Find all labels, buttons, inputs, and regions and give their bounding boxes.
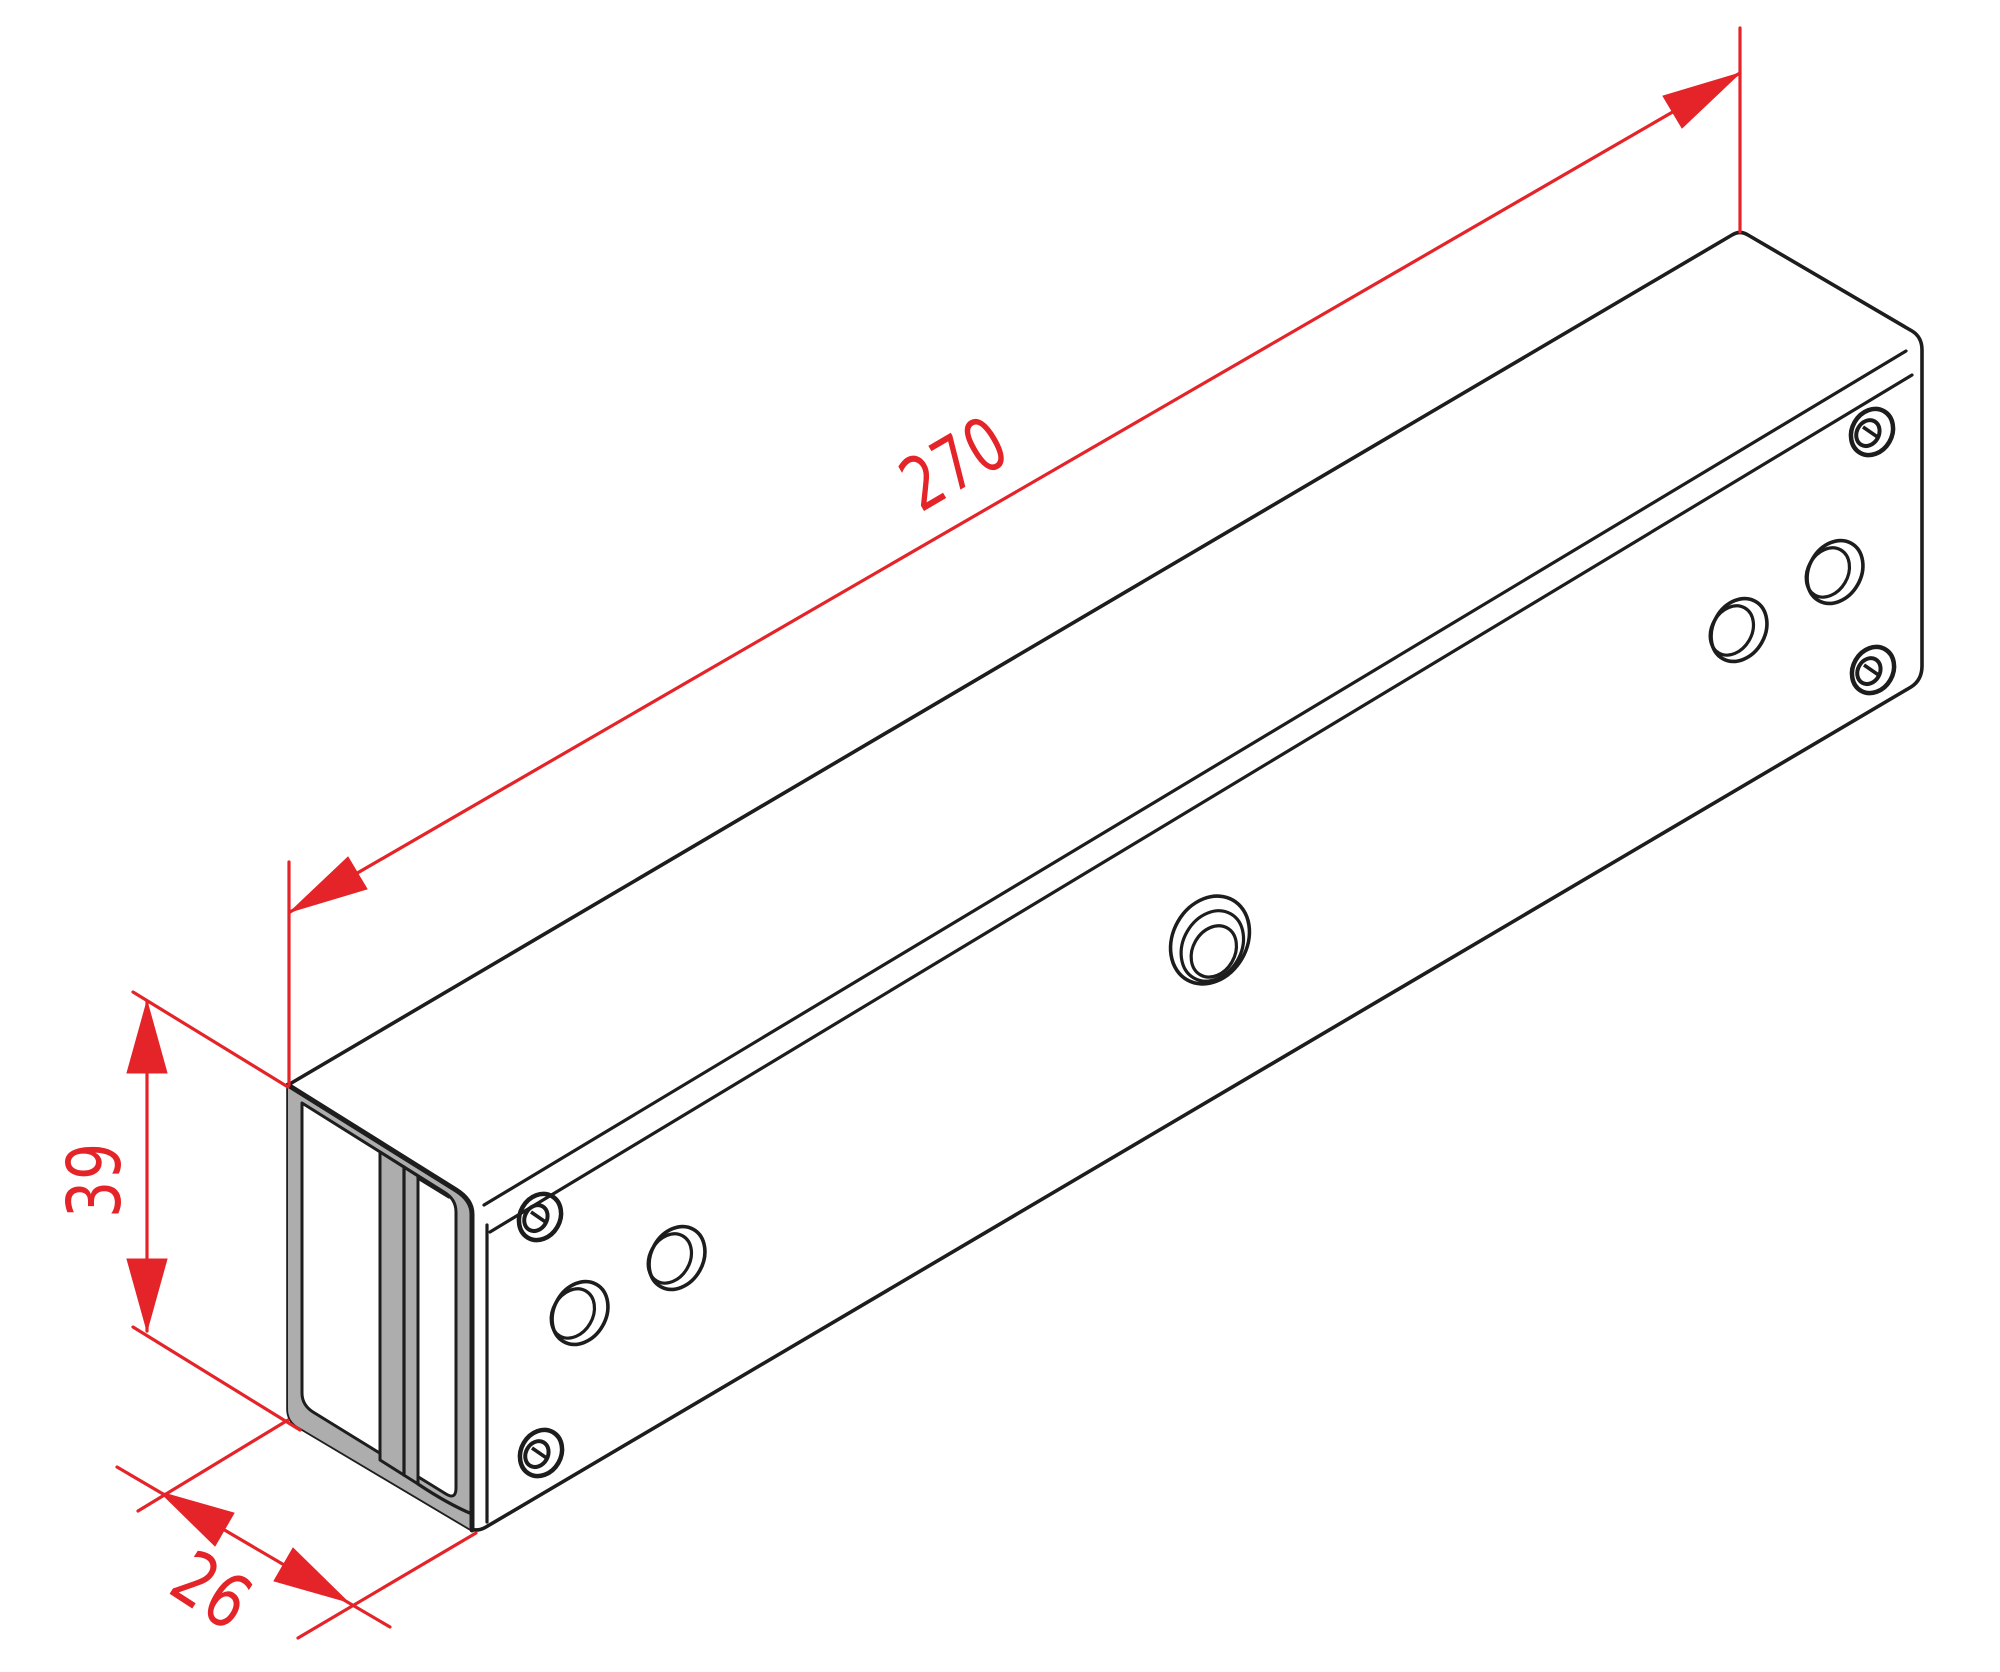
dimension-line (288, 71, 1742, 914)
hole-small-countersunk (517, 1427, 565, 1479)
dimension-height-39: 39 (52, 990, 302, 1432)
part-outline (286, 230, 1924, 1532)
hole-small-countersunk (1848, 406, 1896, 458)
hole-large-countersunk (1168, 894, 1252, 986)
extension-line (131, 1325, 302, 1432)
hole-small-countersunk (516, 1191, 564, 1243)
extension-line (131, 990, 290, 1089)
inner-liner-bottom-edge (416, 1482, 474, 1516)
extension-line (296, 1531, 478, 1640)
hole-medium-through (549, 1279, 610, 1347)
hole-medium-through (1804, 538, 1865, 606)
arrowhead-icon (126, 1258, 168, 1333)
arrowhead-icon (126, 999, 168, 1074)
hole-small-countersunk (1849, 644, 1897, 696)
long-edge-tangent-line-upper (482, 349, 1908, 1207)
hole-medium-through (1708, 596, 1769, 664)
dimension-label-depth: 26 (156, 1534, 267, 1648)
dimension-label-height: 39 (52, 1142, 138, 1218)
arrowhead-icon (1662, 72, 1741, 129)
long-edge-tangent-line-lower (488, 373, 1914, 1234)
end-face-frame (285, 1082, 475, 1533)
inner-liner-top-edge (416, 1176, 451, 1199)
part-body (285, 230, 1924, 1533)
arrowhead-icon (289, 856, 368, 913)
inner-liner-strip (378, 1150, 420, 1486)
arrowhead-icon (159, 1491, 235, 1547)
hole-medium-through (646, 1224, 707, 1292)
dimension-label-length: 270 (886, 400, 1023, 529)
arrowhead-icon (273, 1547, 349, 1603)
extension-line (136, 1418, 290, 1513)
